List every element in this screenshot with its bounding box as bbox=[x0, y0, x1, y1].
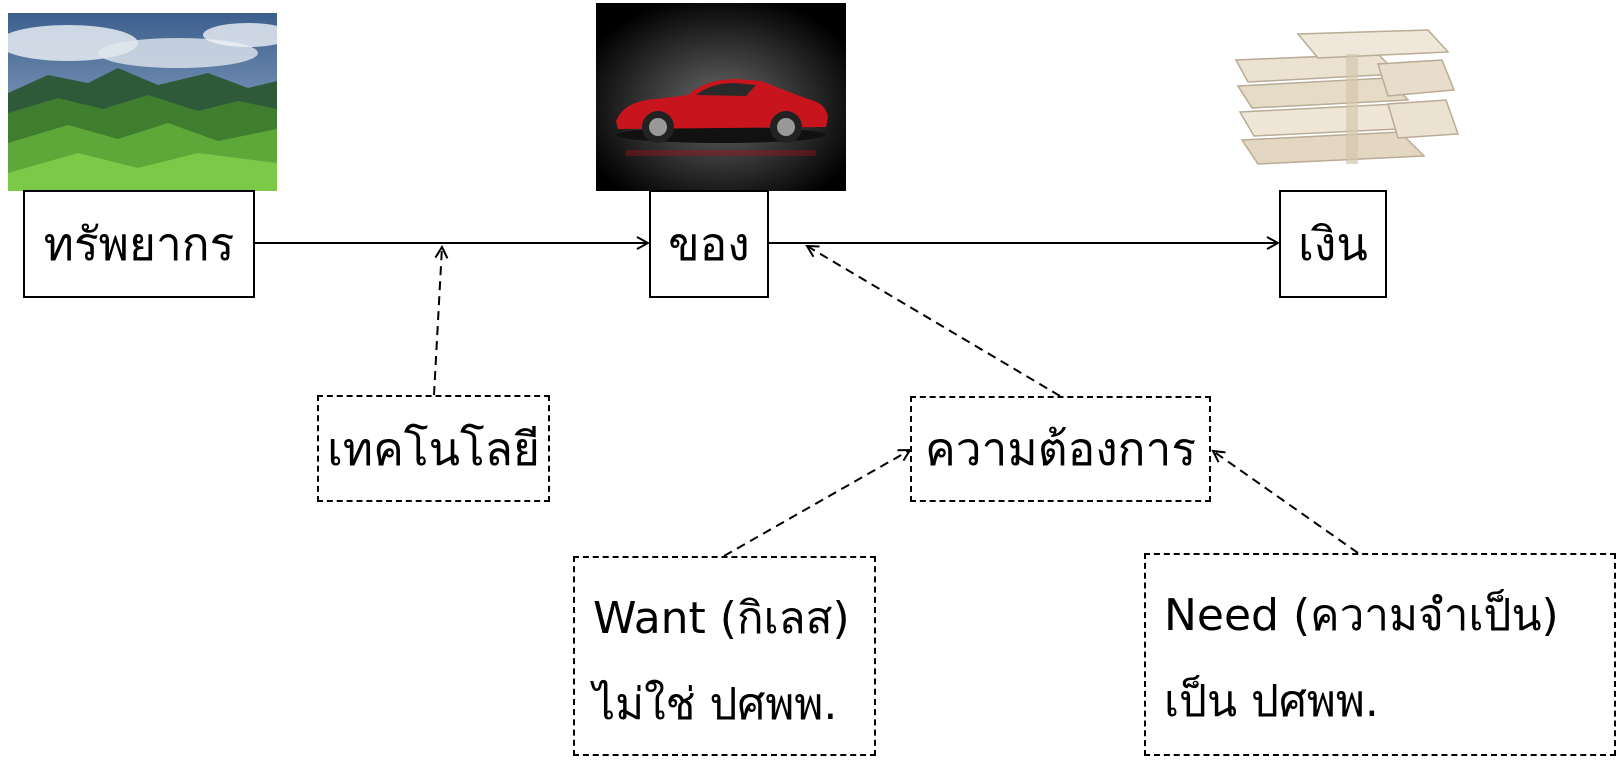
red-sports-car-image bbox=[596, 3, 846, 191]
node-technology: เทคโนโลยี bbox=[317, 395, 550, 502]
node-demand-label: ความต้องการ bbox=[924, 422, 1197, 476]
node-demand: ความต้องการ bbox=[910, 396, 1211, 502]
arrow-demand-to-goods bbox=[807, 246, 1061, 397]
node-goods-label: ของ bbox=[668, 217, 750, 271]
node-resources-label: ทรัพยากร bbox=[43, 217, 235, 271]
node-want-line1: Want (กิเลส) bbox=[593, 593, 850, 644]
node-resources: ทรัพยากร bbox=[23, 190, 255, 298]
node-money: เงิน bbox=[1279, 190, 1387, 298]
node-technology-label: เทคโนโลยี bbox=[327, 421, 540, 476]
node-want: Want (กิเลส) ไม่ใช่ ปศพพ. bbox=[573, 556, 876, 756]
arrow-need-to-demand bbox=[1213, 451, 1359, 554]
node-need-line2: เป็น ปศพพ. bbox=[1164, 676, 1379, 727]
node-need: Need (ความจำเป็น) เป็น ปศพพ. bbox=[1144, 553, 1616, 756]
node-money-label: เงิน bbox=[1298, 217, 1368, 271]
node-need-line1: Need (ความจำเป็น) bbox=[1164, 590, 1559, 641]
node-want-line2: ไม่ใช่ ปศพพ. bbox=[593, 679, 838, 730]
arrow-technology-to-resources-goods bbox=[433, 247, 442, 396]
node-goods: ของ bbox=[649, 190, 769, 298]
mountain-landscape-image bbox=[8, 13, 277, 191]
arrow-want-to-demand bbox=[723, 450, 910, 557]
banknote-stacks-image bbox=[1228, 24, 1464, 188]
